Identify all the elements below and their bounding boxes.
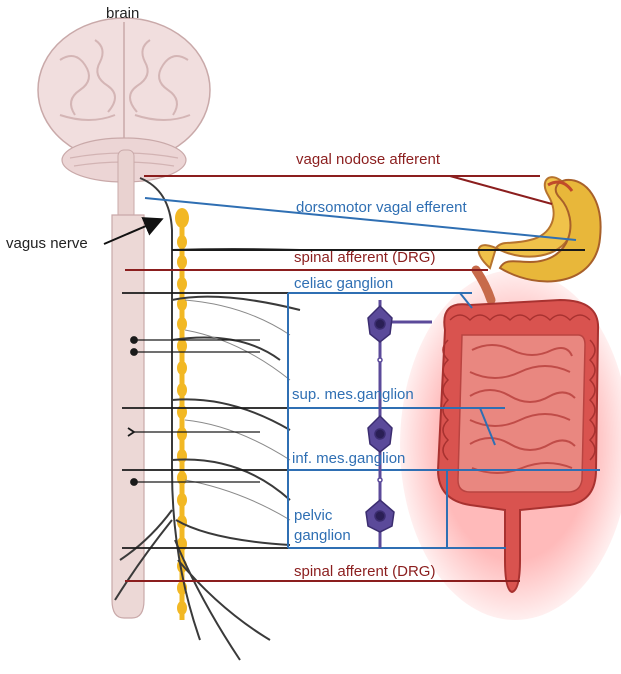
brain-illustration — [37, 17, 211, 221]
spinal-afferent-bottom-label: spinal afferent (DRG) — [294, 563, 435, 580]
pelvic-ganglion-label-line2: ganglion — [294, 527, 351, 544]
spinal-afferent-top-label: spinal afferent (DRG) — [294, 249, 435, 266]
spinal-cord — [111, 214, 145, 619]
vagus-nerve-fibers — [114, 177, 301, 661]
efferent-pathways — [144, 197, 600, 549]
ganglion-neurons — [365, 300, 432, 548]
vagus-nerve-arrow — [103, 217, 164, 245]
brain-label: brain — [106, 5, 139, 22]
vagus-nerve-label: vagus nerve — [6, 235, 88, 252]
intestines-illustration — [436, 298, 600, 594]
sup-mes-ganglion-label: sup. mes.ganglion — [292, 386, 414, 403]
stomach-illustration — [471, 176, 602, 305]
spinal-level-lines — [122, 292, 288, 549]
inf-mes-ganglion-label: inf. mes.ganglion — [292, 450, 405, 467]
dorsomotor-vagal-efferent-label: dorsomotor vagal efferent — [296, 199, 467, 216]
afferent-pathways — [125, 175, 553, 582]
celiac-ganglion-label: celiac ganglion — [294, 275, 393, 292]
vagal-nodose-afferent-label: vagal nodose afferent — [296, 151, 441, 168]
pelvic-ganglion-label-line1: pelvic — [294, 507, 333, 524]
